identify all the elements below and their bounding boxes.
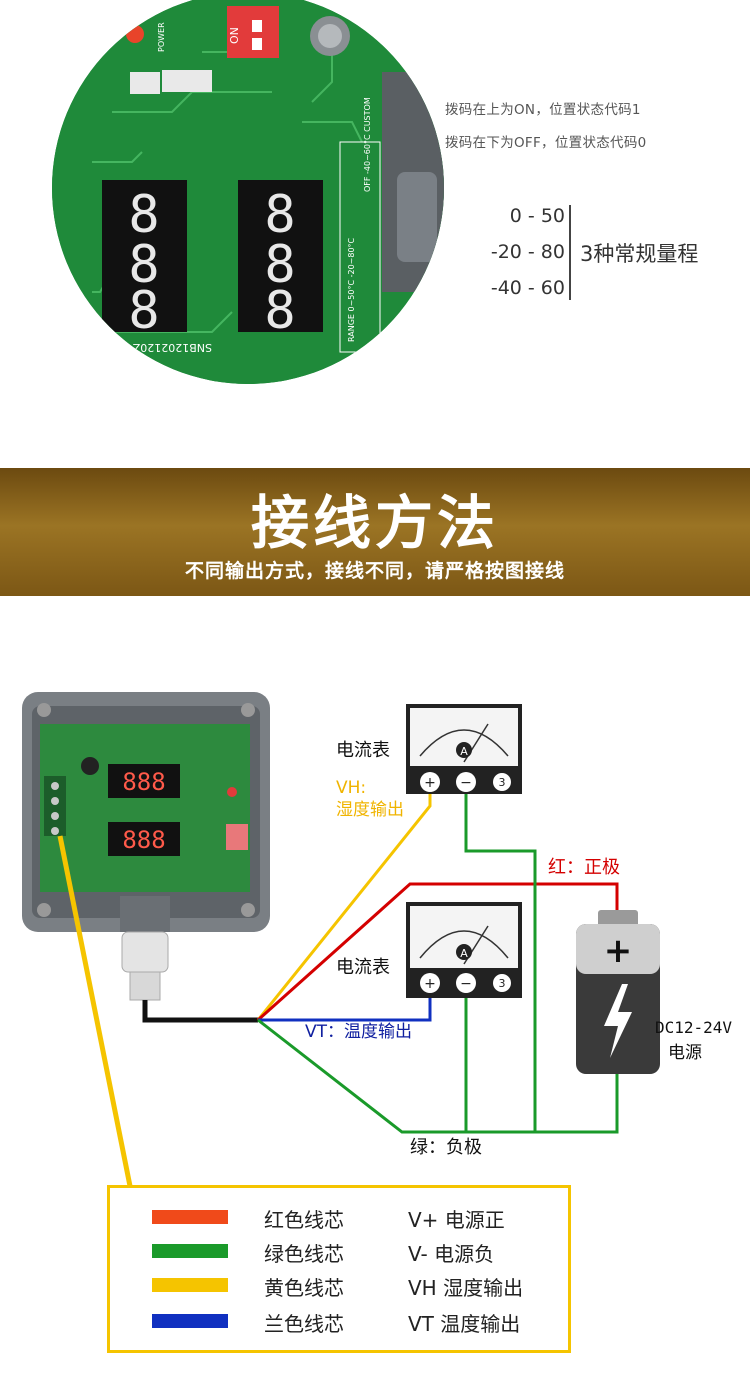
legend-desc: VH 湿度输出 — [408, 1276, 524, 1300]
banner-title: 接线方法 — [250, 489, 499, 557]
wiring-diagram: 888 888 — [0, 596, 750, 1382]
dip-on-note: 拨码在上为ON，位置状态代码1 — [445, 102, 641, 118]
seven-segment-display-left: 8 8 8 — [102, 180, 187, 341]
svg-text:−: − — [460, 976, 472, 992]
banner-subtitle: 不同输出方式，接线不同，请严格按图接线 — [184, 560, 565, 582]
legend-desc: V+ 电源正 — [408, 1208, 505, 1232]
green-swatch — [152, 1244, 228, 1258]
svg-text:A: A — [460, 947, 468, 960]
power-label: POWER — [157, 22, 166, 52]
svg-text:8: 8 — [128, 185, 159, 245]
legend-name: 红色线芯 — [264, 1208, 344, 1232]
wire-color-legend: 红色线芯 V+ 电源正 绿色线芯 V- 电源负 黄色线芯 VH 湿度输出 兰色线… — [107, 1185, 571, 1353]
legend-row: 兰色线芯 VT 温度输出 — [110, 1306, 568, 1340]
svg-text:A: A — [460, 745, 468, 758]
svg-text:888: 888 — [122, 768, 165, 796]
blue-swatch — [152, 1314, 228, 1328]
serial-number: SNB1202120Z — [132, 341, 212, 354]
ammeter-bottom: A + − 3 — [406, 902, 522, 998]
dip-on-label: ON — [228, 27, 241, 44]
svg-text:888: 888 — [122, 826, 165, 854]
wiring-diagram-svg: 888 888 — [22, 692, 660, 1187]
svg-text:8: 8 — [128, 281, 159, 341]
legend-row: 黄色线芯 VH 湿度输出 — [110, 1270, 568, 1304]
svg-text:RANGE 0~50°C -20~80°C: RANGE 0~50°C -20~80°C — [347, 237, 356, 342]
green-wire-label: 绿：负极 — [410, 1137, 482, 1158]
svg-text:8: 8 — [264, 281, 295, 341]
ammeter-label-bottom: 电流表 — [336, 957, 390, 978]
range-caption: 3种常规量程 — [580, 242, 699, 266]
legend-name: 兰色线芯 — [264, 1312, 344, 1336]
red-wire-label: 红：正极 — [548, 857, 620, 878]
range-bracket — [569, 205, 571, 300]
psu-name: 电源 — [668, 1043, 702, 1063]
range-item: -20 - 80 — [490, 241, 565, 263]
circuit-board-illustration: ON POWER 8 8 8 8 8 8 SNB1202120Z RANGE 0… — [52, 0, 444, 384]
section-banner: 接线方法 不同输出方式，接线不同，请严格按图接线 — [0, 468, 750, 596]
range-item: -40 - 60 — [490, 277, 565, 299]
dip-off-note: 拨码在下为OFF，位置状态代码0 — [445, 135, 647, 151]
vt-label: VT：温度输出 — [305, 1022, 413, 1042]
svg-text:+: + — [424, 775, 436, 791]
svg-text:3: 3 — [499, 776, 506, 789]
svg-text:8: 8 — [264, 185, 295, 245]
svg-text:+: + — [604, 931, 633, 971]
legend-desc: VT 温度输出 — [408, 1312, 521, 1336]
vh-label: VH: — [336, 778, 367, 798]
svg-text:+: + — [424, 976, 436, 992]
legend-name: 黄色线芯 — [264, 1276, 344, 1300]
transmitter-box: 888 888 — [22, 692, 270, 1001]
psu-voltage: DC12-24V — [655, 1018, 733, 1037]
legend-row: 绿色线芯 V- 电源负 — [110, 1236, 568, 1270]
vh-description: 湿度输出 — [336, 800, 404, 820]
power-led — [126, 25, 144, 43]
svg-text:−: − — [460, 775, 472, 791]
legend-name: 绿色线芯 — [264, 1242, 344, 1266]
svg-text:OFF -40~60°C CUSTOM: OFF -40~60°C CUSTOM — [363, 97, 372, 192]
range-item: 0 - 50 — [509, 205, 565, 227]
red-swatch — [152, 1210, 228, 1224]
ammeter-top: A + − 3 — [406, 704, 522, 794]
battery-icon: + — [576, 910, 660, 1074]
yellow-swatch — [152, 1278, 228, 1292]
svg-text:3: 3 — [499, 977, 506, 990]
seven-segment-display-right: 8 8 8 — [238, 180, 323, 341]
svg-text:8: 8 — [264, 235, 295, 295]
svg-text:8: 8 — [128, 235, 159, 295]
ammeter-label-top: 电流表 — [336, 740, 390, 761]
legend-row: 红色线芯 V+ 电源正 — [110, 1202, 568, 1236]
circuit-board-photo: ON POWER 8 8 8 8 8 8 SNB1202120Z RANGE 0… — [52, 0, 444, 384]
legend-desc: V- 电源负 — [408, 1242, 495, 1266]
